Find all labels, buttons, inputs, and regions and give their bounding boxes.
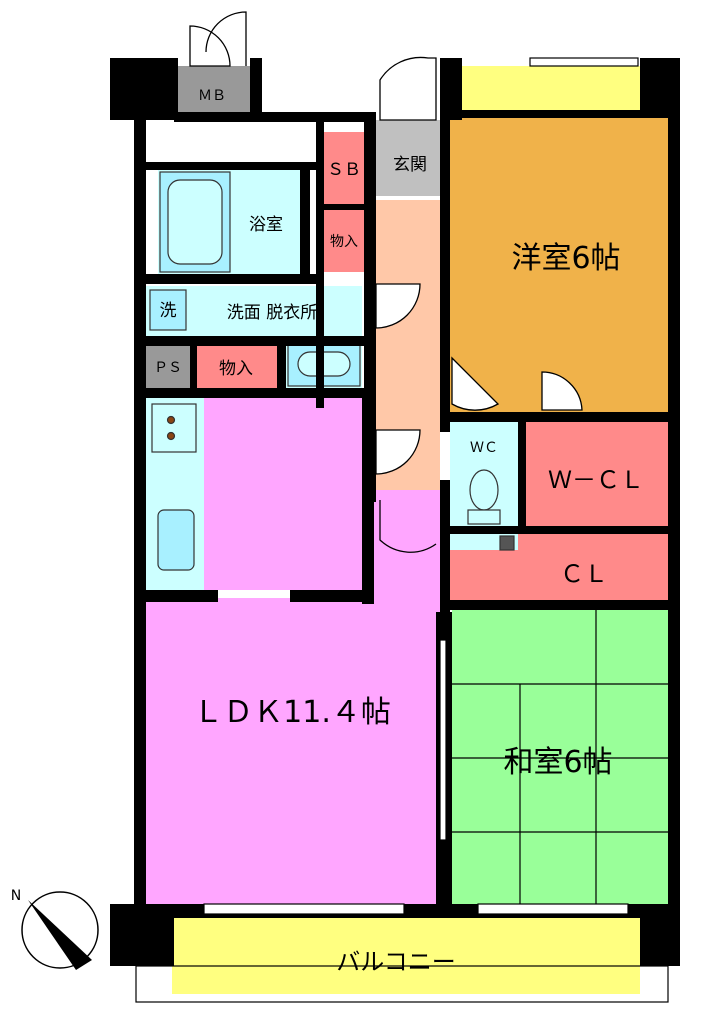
japanese-room-label: 和室6帖 [503,745,612,780]
genkan-area [376,120,440,196]
western-room-label: 洋室6帖 [511,241,620,276]
washer-pan [149,289,187,331]
door-swings [189,11,583,553]
storage-label: 物入 [219,359,253,379]
ps-area [146,346,190,388]
kitchen-sink [157,509,195,571]
tatami-lines [452,610,668,906]
wcl-label: Ｗ－ＣＬ [548,466,644,494]
sb-label: ＳＢ [327,160,361,180]
washroom-label: 洗面 脱衣所 [227,303,317,323]
mb-label: ＭＢ [198,88,226,104]
ldk-area [146,598,440,906]
washer-label: 洗 [160,301,177,321]
cl-label: ＣＬ [560,560,608,588]
wcl-area [526,422,668,526]
genkan-label: 玄関 [393,155,427,175]
western-room-area [450,116,668,414]
kitchen-aisle-area [204,398,362,590]
windows [135,57,669,1003]
storage-small-area [324,210,364,272]
ldk-label: ＬＤＫ11.４帖 [193,695,391,730]
sb-area [324,132,364,204]
walls [110,58,680,966]
north-arrow-icon [28,900,92,970]
storage-area [197,346,277,388]
bath-label: 浴室 [249,215,283,235]
mb-area [174,66,250,120]
compass: N [11,888,99,970]
balcony-area [172,918,640,994]
balcony-top-area [462,66,642,116]
toilet [469,469,499,511]
north-label: N [11,888,21,904]
wc-label: ＷＣ [470,440,498,456]
storage-small-label: 物入 [330,234,358,250]
fixtures [149,171,515,571]
stove [151,403,197,453]
ps-label: ＰＳ [154,360,182,376]
ldk-upper-area [362,490,440,600]
balcony-label: バルコニー [336,948,456,976]
